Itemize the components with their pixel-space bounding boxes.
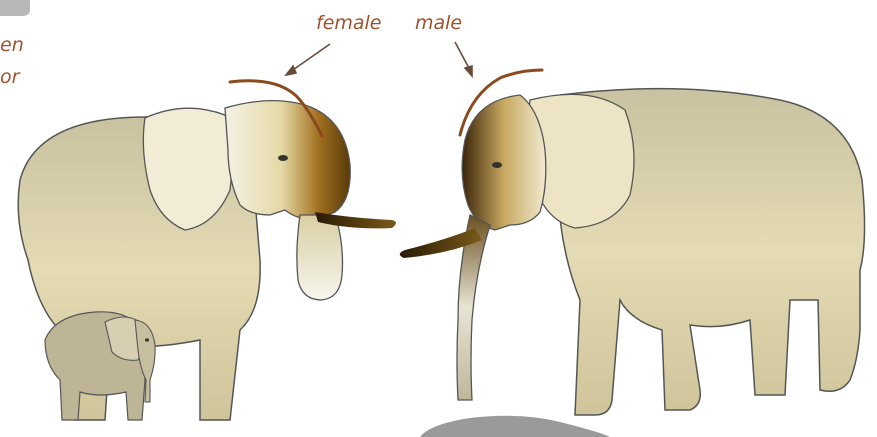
elephant-male-illustration	[400, 70, 865, 415]
arrow-icon	[286, 42, 472, 76]
partial-box-top-left	[0, 0, 30, 16]
grey-rock	[420, 416, 610, 437]
